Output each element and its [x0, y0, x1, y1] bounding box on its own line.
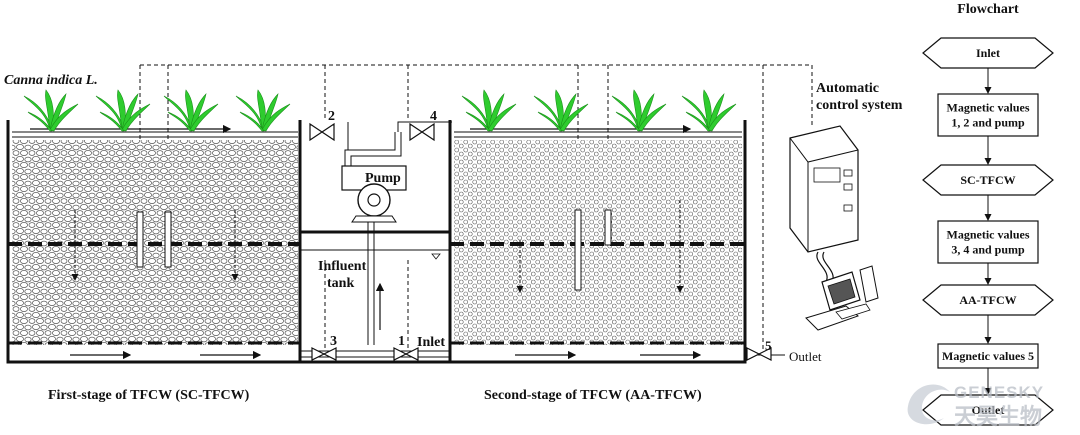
canna-plant-icon: [461, 89, 517, 132]
flowchart-step-label: Outlet: [972, 403, 1005, 417]
valve-5-label: 5: [765, 338, 772, 353]
canna-plant-icon: [23, 89, 79, 132]
valve-4: [409, 122, 435, 142]
influent-label-2: tank: [327, 276, 354, 291]
aa-tfcw-tank: [448, 120, 785, 364]
valve-4-label: 4: [430, 109, 437, 124]
valve-3-label: 3: [330, 334, 337, 349]
watermark-cjk: 天昊生物: [954, 404, 1042, 429]
canna-plants: [23, 89, 737, 132]
valve-1: [393, 347, 419, 361]
canna-plant-icon: [235, 89, 291, 132]
sc-tfcw-tank: [6, 120, 302, 364]
plant-label: Canna indica L.: [4, 73, 98, 88]
flowchart-title: Flowchart: [957, 2, 1019, 17]
automatic-control-system: [789, 125, 879, 331]
flowchart-step-label: 1, 2 and pump: [951, 116, 1025, 130]
pump-label: Pump: [365, 171, 401, 186]
canna-plant-icon: [611, 89, 667, 132]
valve-5: [746, 347, 772, 361]
flowchart-process: Magnetic values 5: [937, 343, 1039, 395]
flowchart-step-label: AA-TFCW: [959, 293, 1016, 307]
canna-plant-icon: [95, 89, 151, 132]
canna-plant-icon: [533, 89, 589, 132]
watermark-latin: GENESKY: [954, 383, 1044, 402]
flowchart-step-label: 3, 4 and pump: [951, 243, 1025, 257]
outlet-label: Outlet: [789, 349, 822, 364]
valve-1-label: 1: [398, 334, 405, 349]
flowchart-step-label: SC-TFCW: [960, 173, 1015, 187]
flowchart-step-label: Magnetic values: [947, 101, 1030, 115]
flowchart-step-label: Inlet: [976, 46, 1000, 60]
influent-tank: [300, 121, 452, 364]
control-label-2: control system: [816, 98, 903, 113]
flowchart-step-label: Magnetic values: [947, 228, 1030, 242]
valves: [309, 122, 772, 361]
canna-plant-icon: [681, 89, 737, 132]
flowchart-decision: SC-TFCW: [922, 164, 1054, 221]
flowchart-decision: Inlet: [922, 37, 1054, 94]
stage2-caption: Second-stage of TFCW (AA-TFCW): [484, 388, 702, 403]
control-label-1: Automatic: [816, 81, 879, 96]
diagram-labels: Canna indica L. Pump Influent tank Inlet…: [4, 73, 903, 403]
genesky-watermark: GENESKY 天昊生物: [907, 383, 1044, 429]
genesky-logo-icon: [907, 384, 950, 425]
flowchart-step-label: Magnetic values 5: [942, 349, 1034, 363]
flowchart-decision: Outlet: [922, 394, 1054, 426]
valve-3: [311, 347, 337, 361]
valve-2-label: 2: [328, 109, 335, 124]
flowchart-decision: AA-TFCW: [922, 284, 1054, 344]
inlet-label: Inlet: [417, 335, 445, 350]
valve-2: [309, 122, 335, 142]
canna-plant-icon: [163, 89, 219, 132]
influent-label-1: Influent: [318, 259, 367, 274]
stage1-caption: First-stage of TFCW (SC-TFCW): [48, 388, 250, 403]
